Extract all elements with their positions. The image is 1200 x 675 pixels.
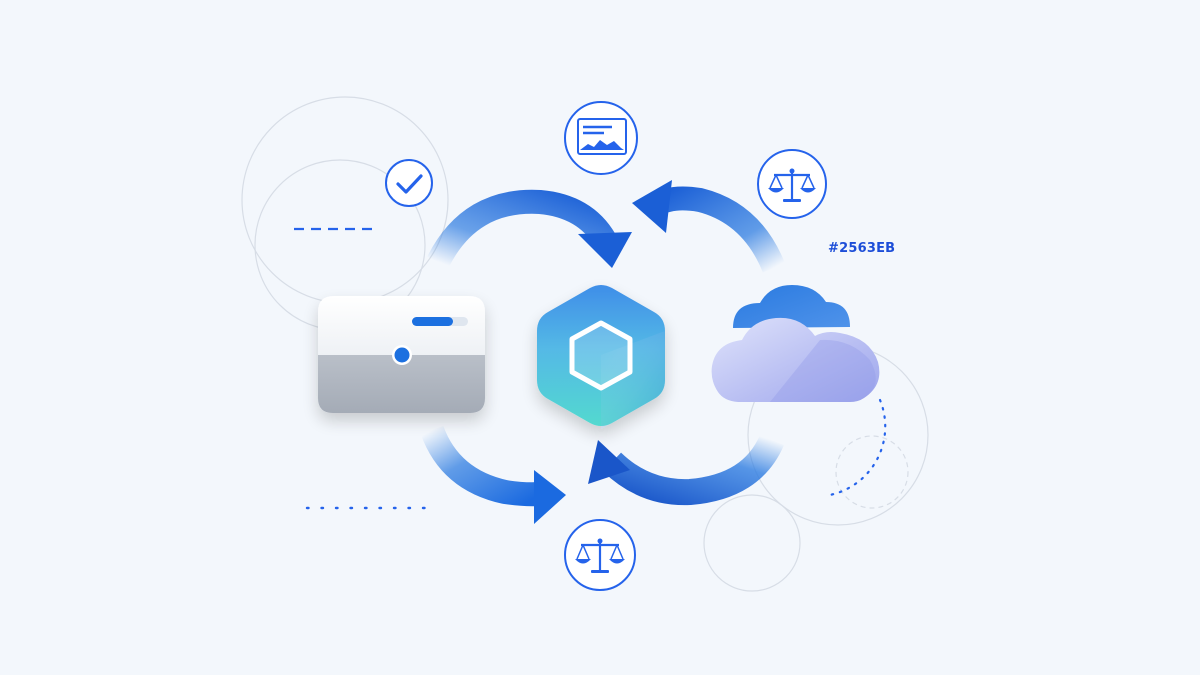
- flow-arrow-device-to-bottom: [420, 425, 566, 524]
- flow-arrow-cloud-to-hub-bottom: [588, 434, 784, 506]
- color-code-label: #2563EB: [828, 241, 896, 256]
- device-slider-fill: [412, 317, 453, 326]
- scale-icon: [564, 519, 636, 591]
- flow-arrow-device-to-hub: [427, 189, 632, 268]
- decorative-rings-left: [241, 96, 449, 331]
- device-panel-icon: [318, 296, 485, 413]
- flow-arrow-cloud-to-hub-top: [632, 180, 786, 273]
- chart-icon: [564, 101, 638, 175]
- cloud-icon: [711, 285, 880, 402]
- hexagon-hub-icon: [537, 285, 665, 429]
- check-icon: [385, 159, 433, 207]
- dotted-arc-decoration: [828, 398, 887, 497]
- scale-icon: [757, 149, 827, 219]
